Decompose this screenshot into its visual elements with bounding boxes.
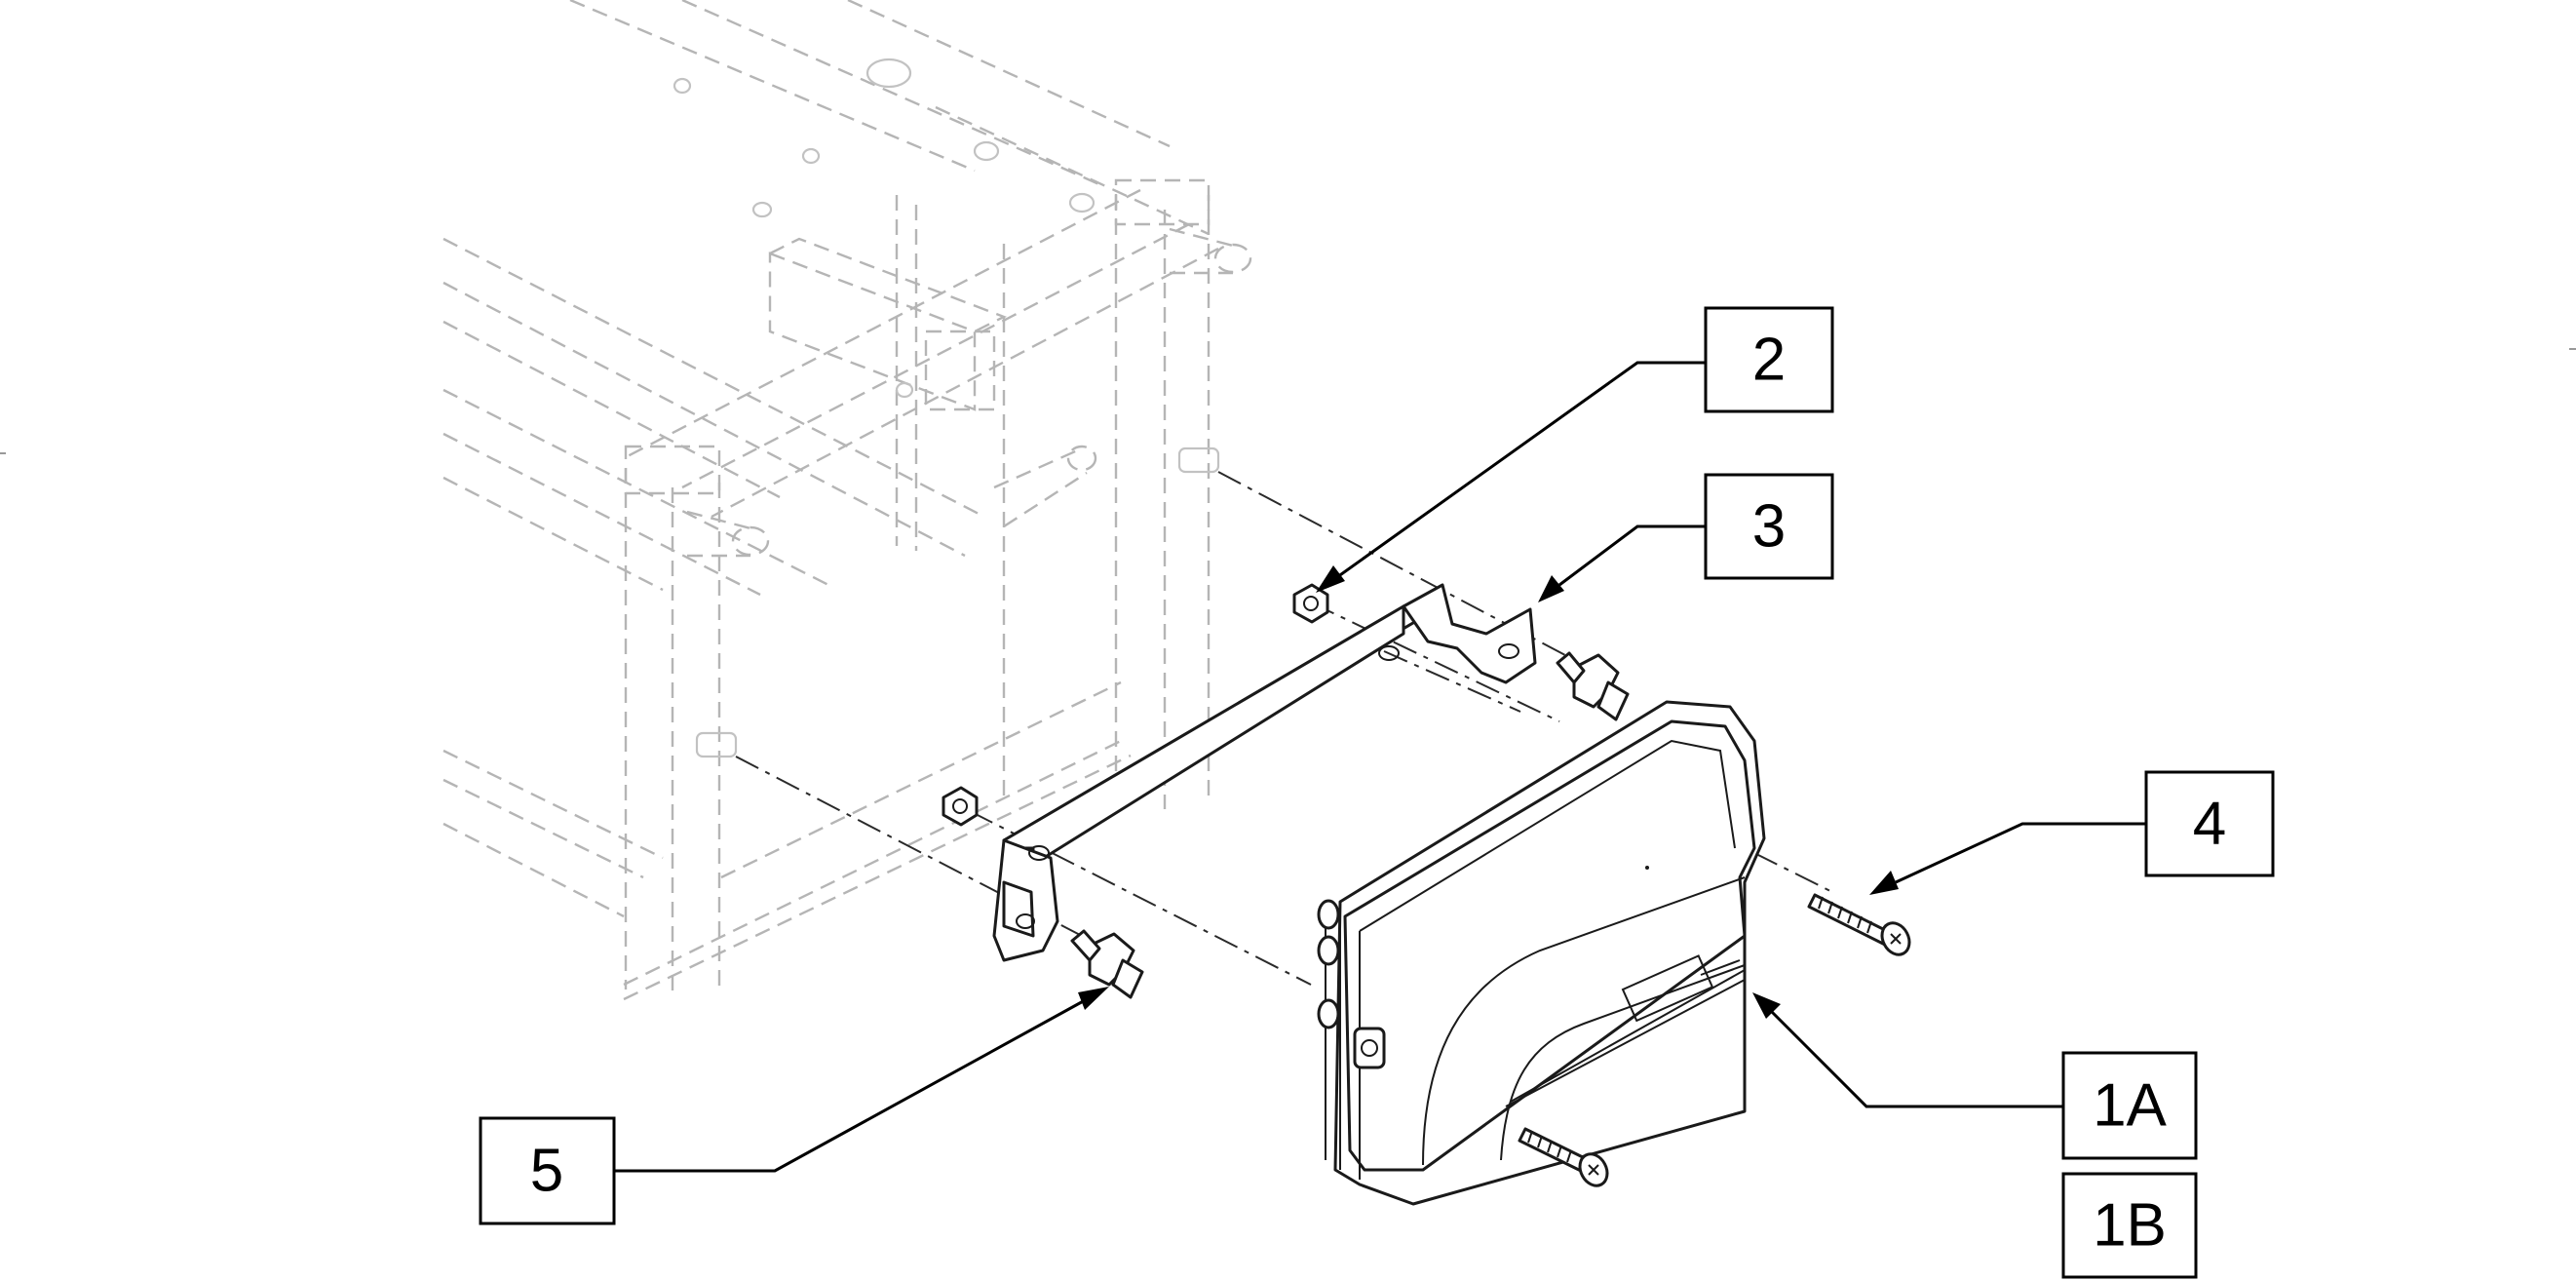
screw-part	[1518, 893, 1911, 1187]
callout-box-1a	[2061, 1051, 2198, 1160]
callout-label-3: 3	[1752, 493, 1786, 561]
mounting-bracket-part	[992, 583, 1537, 962]
callout-box-1b	[2061, 1172, 2198, 1279]
callout-label-1b: 1B	[2093, 1192, 2167, 1260]
callout-4: 4	[2144, 770, 2275, 877]
callout-box-4	[2144, 770, 2275, 877]
callout-label-2: 2	[1752, 327, 1786, 394]
callout-1b: 1B	[2061, 1172, 2198, 1279]
callout-box-2	[1704, 306, 1834, 413]
callout-label-5: 5	[530, 1138, 563, 1205]
callout-5: 5	[479, 1116, 616, 1225]
callout-2: 2	[1704, 306, 1834, 413]
callout-3: 3	[1704, 473, 1834, 580]
callout-1a: 1A	[2061, 1051, 2198, 1160]
ghost-frame	[442, 0, 1252, 1001]
callout-box-5	[479, 1116, 616, 1225]
leader-lines	[614, 361, 2146, 1173]
callout-box-3	[1704, 473, 1834, 580]
callout-label-4: 4	[2193, 791, 2226, 858]
callout-label-1a: 1A	[2093, 1072, 2167, 1140]
wing-nut-part	[1070, 651, 1630, 999]
controller-housing-part	[1317, 700, 1766, 1206]
hex-nut-part	[942, 583, 1329, 827]
